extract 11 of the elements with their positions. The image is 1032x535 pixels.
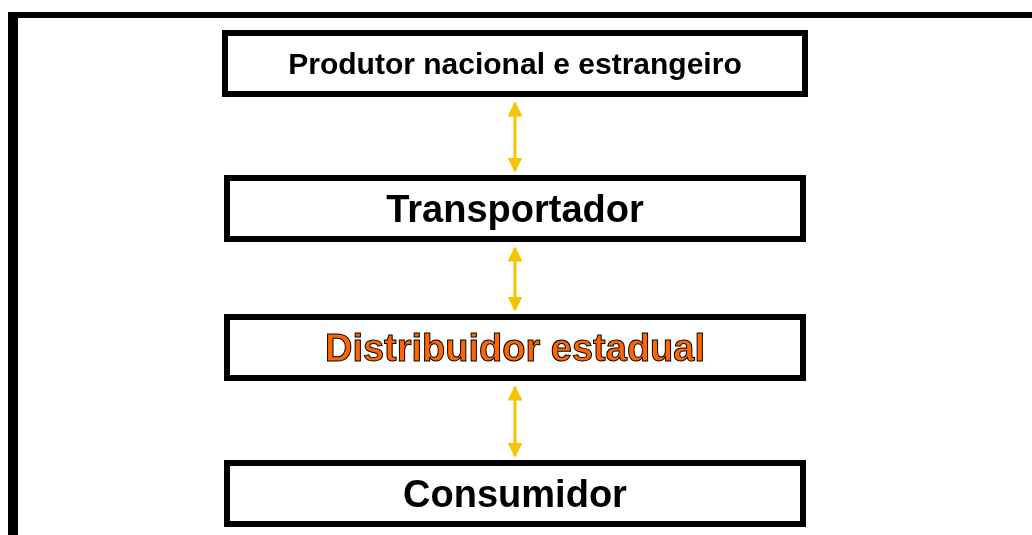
box-label: Transportador — [386, 189, 644, 228]
double-arrow — [507, 246, 523, 312]
process-box — [224, 314, 806, 381]
double-arrow — [507, 385, 523, 458]
double-arrow — [507, 101, 523, 173]
box-label: Distribuidor estadual — [324, 328, 706, 367]
box-label: Produtor nacional e estrangeiro — [288, 48, 742, 79]
process-box — [224, 460, 806, 527]
process-box — [224, 175, 806, 242]
process-box — [222, 30, 808, 97]
box-label: Consumidor — [403, 474, 627, 513]
